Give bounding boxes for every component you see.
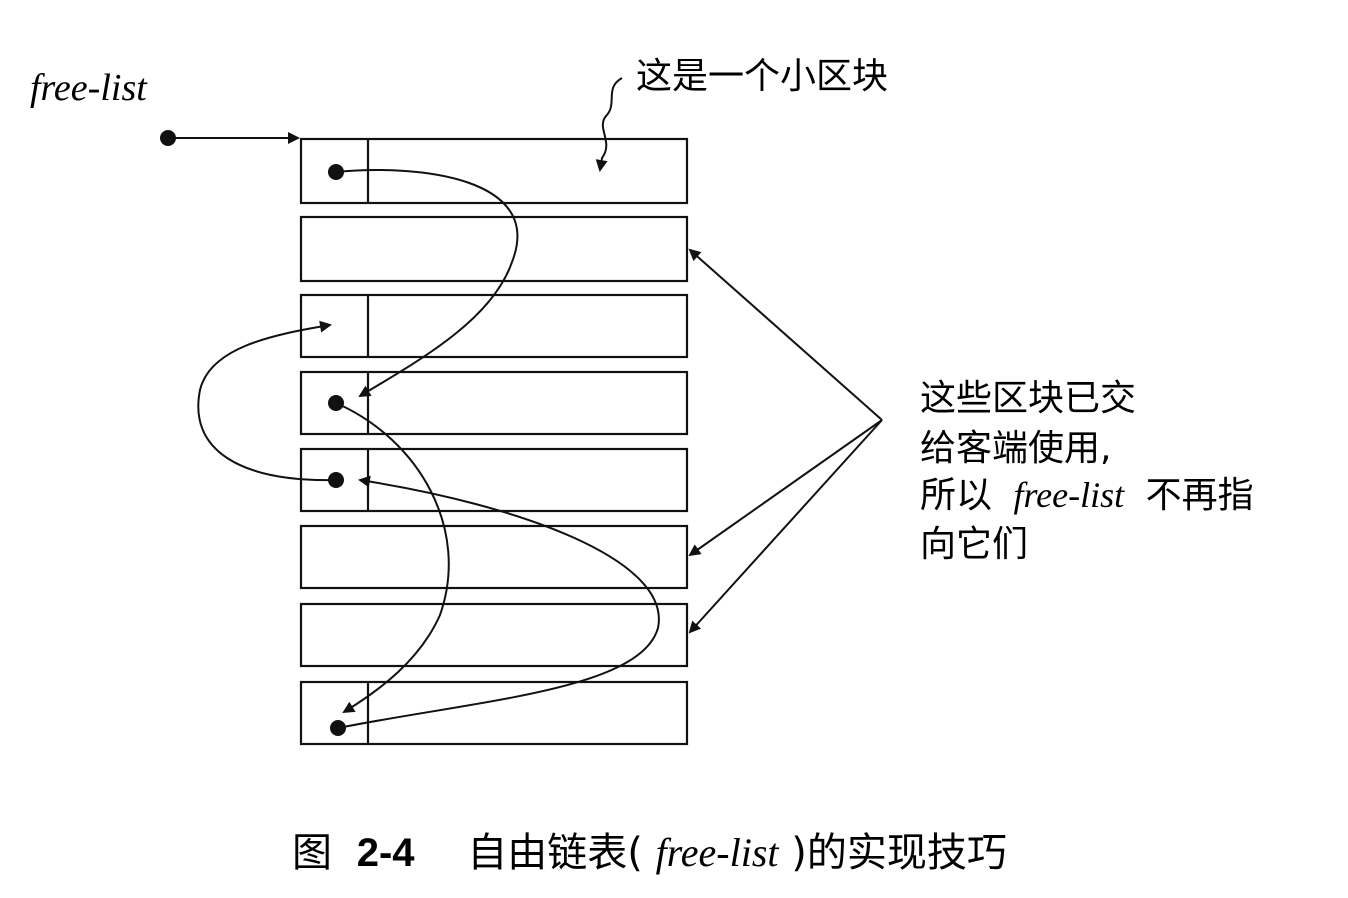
pointer-dot-block5 (328, 472, 344, 488)
link-block8-to-block5 (337, 475, 660, 729)
squiggle-arrow (595, 77, 623, 172)
caption-title-term: free-list (656, 830, 780, 875)
pointer-dot-block1 (328, 164, 344, 180)
handed-note-line3: 所以 free-list 不再指 (920, 475, 1254, 516)
handed-note-line3-term: free-list (1013, 475, 1125, 515)
link-block1-to-block4 (335, 169, 519, 398)
link-block4-to-block8 (335, 402, 450, 714)
pointer-to-block2 (688, 248, 883, 421)
caption-number: 2-4 (357, 831, 416, 875)
small-block-label: 这是一个小区块 (636, 56, 888, 97)
link-block5-to-block3 (197, 320, 337, 482)
handed-note-line2: 给客端使用, (920, 428, 1111, 469)
memory-block-5 (299, 447, 689, 513)
pointer-dot-block4 (328, 395, 344, 411)
memory-block-4 (299, 370, 689, 436)
caption-title-after: )的实现技巧 (791, 830, 1007, 876)
memory-block-6 (299, 524, 689, 590)
memory-block-8 (299, 680, 689, 746)
handed-out-note-arrows (688, 248, 883, 634)
free-list-label: free-list (30, 67, 148, 109)
pointer-dot-block8 (330, 720, 346, 736)
memory-blocks (299, 137, 689, 746)
memory-block-2 (299, 215, 689, 283)
pointer-to-block7 (688, 419, 883, 634)
handed-note-line1: 这些区块已交 (920, 378, 1136, 419)
head-pointer (160, 130, 300, 146)
handed-note-line4: 向它们 (920, 524, 1028, 565)
handed-out-blocks-label: 这些区块已交 给客端使用, 所以 free-list 不再指 向它们 (920, 378, 1254, 565)
memory-block-3 (299, 293, 689, 359)
small-block-note-arrow (595, 77, 623, 172)
memory-block-7 (299, 602, 689, 668)
figure-caption: 图 2-4 自由链表( free-list )的实现技巧 (292, 830, 1007, 876)
caption-prefix: 图 (292, 830, 332, 876)
free-list-links (197, 164, 660, 736)
caption-title-before: 自由链表( (467, 830, 643, 876)
handed-note-line3-prefix: 所以 (920, 475, 992, 516)
pointer-to-block6 (688, 419, 883, 557)
handed-note-line3-suffix: 不再指 (1146, 475, 1254, 516)
